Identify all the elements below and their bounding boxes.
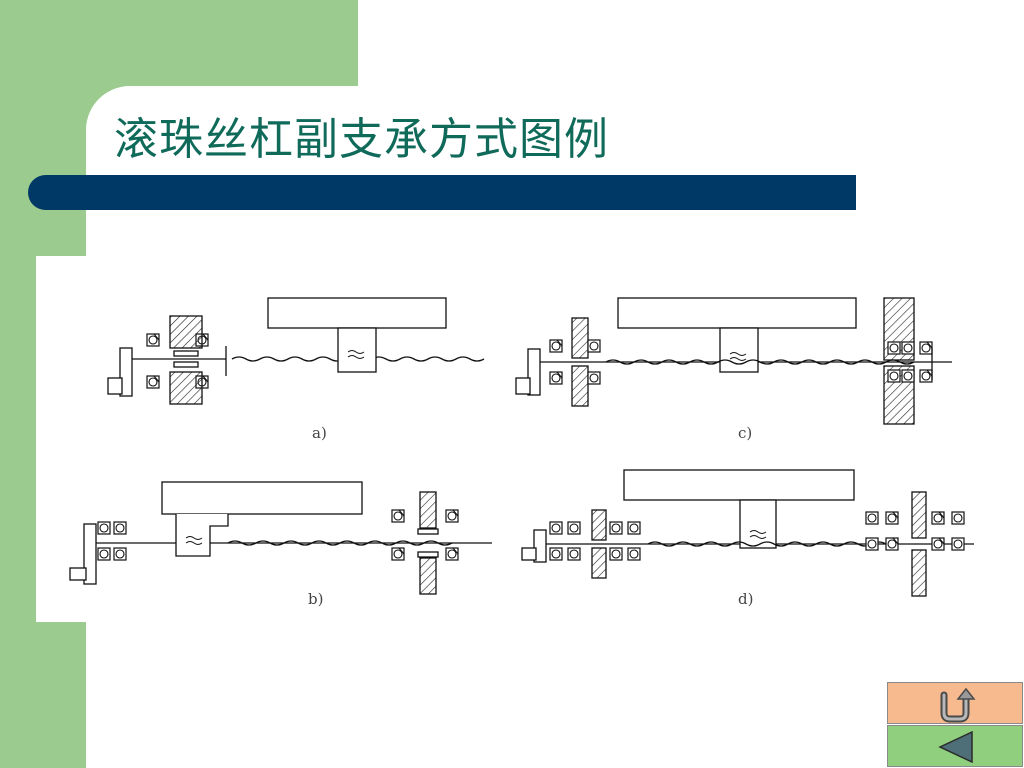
triangle-left-icon bbox=[938, 730, 973, 764]
slide-title: 滚珠丝杠副支承方式图例 bbox=[114, 114, 609, 165]
previous-slide-button[interactable] bbox=[887, 725, 1023, 767]
panel-b-label: b) bbox=[308, 590, 323, 608]
panel-c-diagram bbox=[515, 297, 952, 425]
support-diagram-figure: a) b) c) d) bbox=[36, 256, 990, 622]
panel-d-label: d) bbox=[738, 590, 753, 608]
panel-a-label: a) bbox=[312, 424, 327, 442]
panel-a-diagram bbox=[107, 297, 485, 405]
panel-c-label: c) bbox=[738, 424, 752, 442]
panel-b-diagram bbox=[69, 481, 492, 595]
panel-d-diagram bbox=[521, 469, 974, 597]
return-button[interactable] bbox=[887, 682, 1023, 724]
u-turn-return-icon bbox=[940, 687, 976, 723]
title-underline-bar bbox=[28, 175, 856, 210]
